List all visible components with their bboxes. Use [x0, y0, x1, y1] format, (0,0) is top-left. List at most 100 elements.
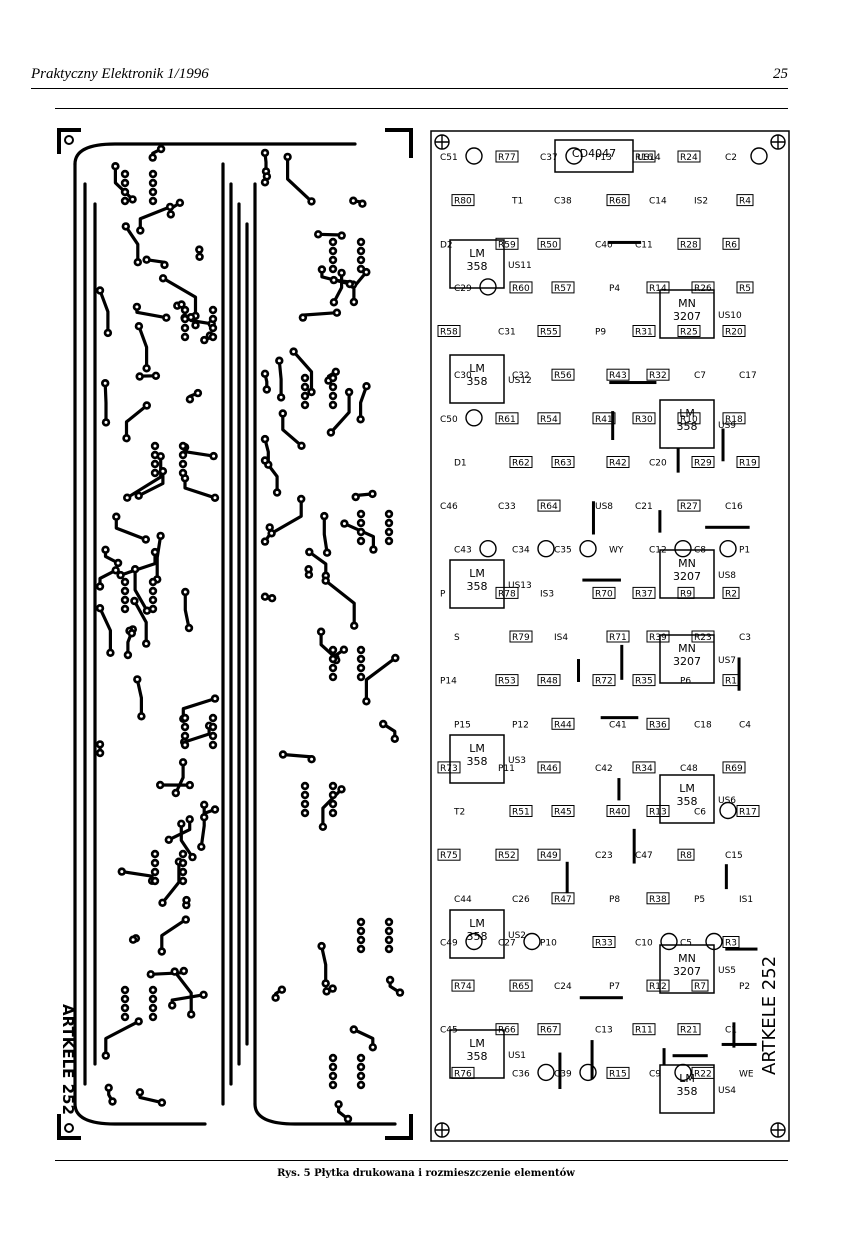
ic-type-label: 3207: [673, 310, 701, 323]
component-label: R32: [649, 371, 667, 381]
component-label: D2: [440, 240, 453, 250]
component-label: P9: [595, 328, 606, 338]
component-label: R77: [498, 153, 516, 163]
component-label: R20: [725, 328, 743, 338]
ic-type-label: 358: [677, 795, 698, 808]
component-label: C9: [649, 1069, 661, 1079]
component-label: R73: [440, 764, 458, 774]
ic-type-label: 358: [677, 1085, 698, 1098]
ic-ref-label: US1: [508, 1051, 526, 1061]
component-label: C11: [635, 240, 653, 250]
component-label: C29: [454, 284, 472, 294]
component-label: R56: [554, 371, 572, 381]
component-label: R66: [498, 1026, 516, 1036]
ic-type-label: LM: [679, 407, 695, 420]
component-label: R58: [440, 328, 458, 338]
component-label: R36: [649, 720, 667, 730]
component-label: C2: [725, 153, 737, 163]
component-label: R18: [725, 415, 743, 425]
ic-ref-label: US14: [637, 153, 661, 163]
ic-ref-label: US11: [508, 261, 532, 271]
component-label: IS2: [694, 197, 708, 207]
component-label: R62: [512, 459, 530, 469]
component-label: R49: [540, 851, 558, 861]
component-label: R8: [680, 851, 692, 861]
component-label: R11: [635, 1026, 653, 1036]
ic-type-label: 358: [467, 580, 488, 593]
component-label: C30: [454, 371, 472, 381]
component-label: R72: [595, 677, 613, 687]
ic-type-label: 3207: [673, 655, 701, 668]
component-label: C27: [498, 939, 516, 949]
component-label: C47: [635, 851, 653, 861]
component-label: R75: [440, 851, 458, 861]
component-label: R15: [609, 1069, 627, 1079]
component-label: R63: [554, 459, 572, 469]
component-label: R39: [649, 633, 667, 643]
component-label: C41: [609, 720, 627, 730]
component-label: IS1: [739, 895, 753, 905]
component-label: R33: [595, 939, 613, 949]
component-label: P8: [609, 895, 620, 905]
ic-type-label: LM: [469, 917, 485, 930]
component-label: R26: [694, 284, 712, 294]
component-label: R54: [540, 415, 558, 425]
component-label: P11: [498, 764, 515, 774]
component-label: C16: [725, 502, 743, 512]
component-label: C42: [595, 764, 613, 774]
component-label: R19: [739, 459, 757, 469]
ic-ref-label: US9: [718, 421, 736, 431]
component-label: R50: [540, 240, 558, 250]
component-label: P10: [540, 939, 557, 949]
component-label: C26: [512, 895, 530, 905]
layout-board-label: ARTKELE 252: [759, 956, 780, 1075]
component-label: R67: [540, 1026, 558, 1036]
ic-type-label: LM: [679, 782, 695, 795]
ic-type-label: 358: [677, 420, 698, 433]
ic-ref-label: US2: [508, 931, 526, 941]
component-label: P: [440, 589, 446, 599]
component-label: R79: [512, 633, 530, 643]
component-label: R38: [649, 895, 667, 905]
component-label: C31: [498, 328, 516, 338]
component-label: R40: [609, 808, 627, 818]
separator-line: [55, 108, 788, 109]
ic-type-label: CD4047: [572, 147, 616, 160]
component-label: C34: [512, 546, 530, 556]
component-label: C36: [512, 1069, 530, 1079]
component-label: P13: [595, 153, 612, 163]
component-label: R29: [694, 459, 712, 469]
component-label: C49: [440, 939, 458, 949]
component-label: R28: [680, 240, 698, 250]
component-label: IS3: [540, 589, 554, 599]
component-label: R47: [554, 895, 572, 905]
component-label: P7: [609, 982, 620, 992]
ic-ref-label: US13: [508, 581, 532, 591]
ic-type-label: 3207: [673, 570, 701, 583]
component-label: R69: [725, 764, 743, 774]
component-label: R13: [649, 808, 667, 818]
component-label: C3: [739, 633, 751, 643]
component-label: R14: [649, 284, 667, 294]
journal-title: Praktyczny Elektronik 1/1996: [31, 66, 209, 82]
ic-type-label: LM: [469, 742, 485, 755]
component-label: T1: [511, 197, 523, 207]
component-label: WE: [739, 1069, 754, 1079]
component-label: C37: [540, 153, 558, 163]
component-label: R68: [609, 197, 627, 207]
component-label: R46: [540, 764, 558, 774]
ic-type-label: 358: [467, 755, 488, 768]
component-label: P5: [694, 895, 705, 905]
component-label: P4: [609, 284, 620, 294]
component-label: C15: [725, 851, 743, 861]
component-label: C33: [498, 502, 516, 512]
component-label: R9: [680, 589, 692, 599]
component-label: S: [454, 633, 460, 643]
component-label: R6: [725, 240, 737, 250]
component-label: R4: [739, 197, 751, 207]
